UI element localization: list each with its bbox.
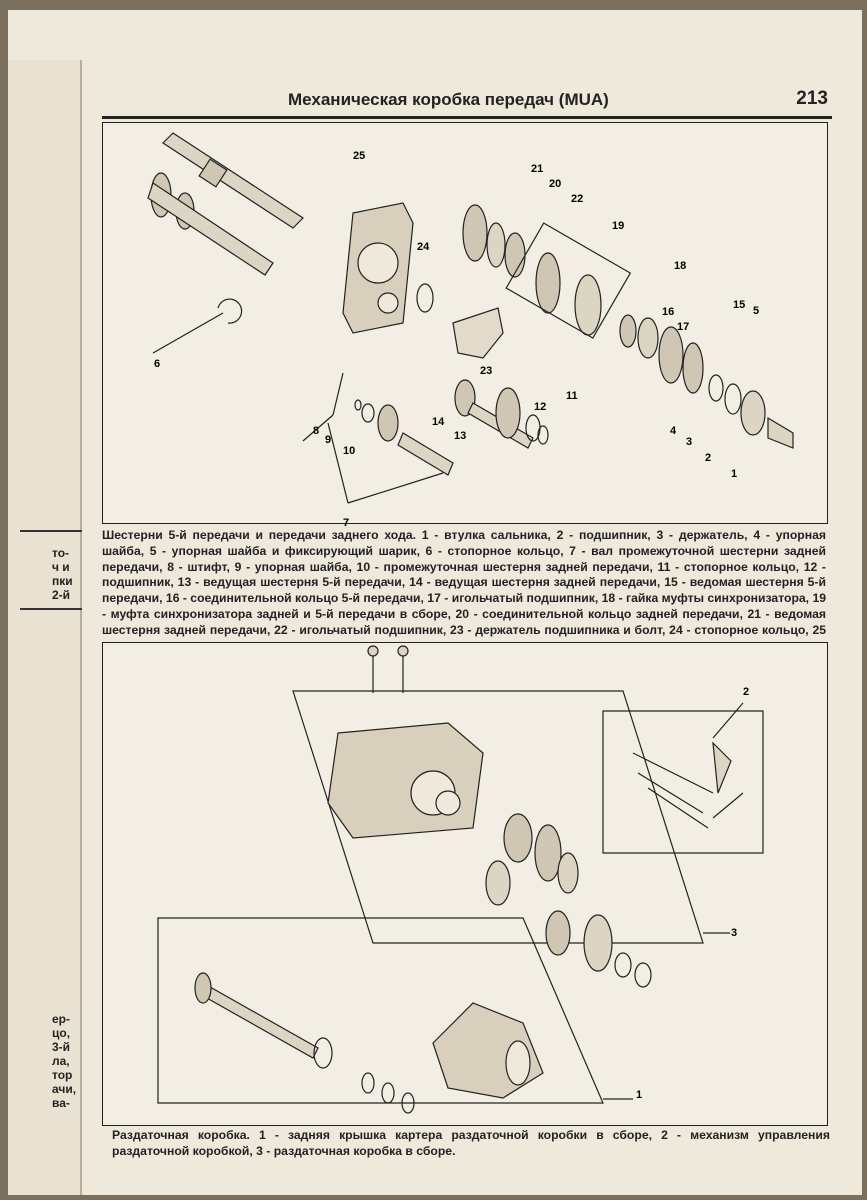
- label-1: 1: [636, 1089, 643, 1101]
- label-2: 2: [705, 452, 712, 464]
- label-2: 2: [743, 686, 750, 698]
- left-text-line: ла,: [52, 1054, 70, 1068]
- label-25: 25: [353, 150, 366, 162]
- left-page-edge: то- ч и пки 2-й ер- цо, 3-й ла, тор ачи,…: [8, 60, 82, 1195]
- page-title: Механическая коробка передач (MUA): [288, 90, 609, 109]
- label-8: 8: [313, 425, 320, 437]
- label-3: 3: [686, 436, 693, 448]
- left-text-line: цо,: [52, 1026, 71, 1040]
- figure-gearbox-exploded: [102, 122, 828, 524]
- left-text-line: ачи,: [52, 1082, 77, 1096]
- left-text-line: то-: [52, 546, 70, 560]
- label-11: 11: [566, 390, 578, 402]
- label-22: 22: [571, 193, 584, 205]
- left-text-line: тор: [52, 1068, 73, 1082]
- label-1: 1: [731, 468, 738, 480]
- label-15: 15: [733, 299, 746, 311]
- label-20: 20: [549, 178, 562, 190]
- figure-transfer-case-exploded: [102, 642, 828, 1126]
- label-7: 7: [343, 517, 350, 529]
- divider: [20, 608, 82, 610]
- left-text-block-2: ер- цо, 3-й ла, тор ачи, ва-: [52, 1012, 76, 1110]
- transfer-case-diagram: [157, 645, 764, 1114]
- label-17: 17: [677, 321, 690, 333]
- left-text-line: ер-: [52, 1012, 70, 1026]
- label-23: 23: [480, 365, 493, 377]
- left-text-line: пки: [52, 574, 73, 588]
- left-text-block-1: то- ч и пки 2-й: [52, 546, 73, 602]
- label-24: 24: [417, 241, 430, 253]
- label-16: 16: [662, 306, 675, 318]
- left-text-line: ва-: [52, 1096, 70, 1110]
- label-19: 19: [612, 220, 625, 232]
- label-4: 4: [670, 425, 677, 437]
- left-text-line: 2-й: [52, 588, 71, 602]
- label-6: 6: [154, 358, 161, 370]
- label-18: 18: [674, 260, 687, 272]
- divider: [20, 530, 82, 532]
- page-header: Механическая коробка передач (MUA) 213: [102, 80, 832, 119]
- label-3: 3: [731, 927, 738, 939]
- label-12: 12: [534, 401, 547, 413]
- left-text-line: ч и: [52, 560, 70, 574]
- label-14: 14: [432, 416, 445, 428]
- page-number: 213: [796, 88, 828, 109]
- left-text-line: 3-й: [52, 1040, 71, 1054]
- label-13: 13: [454, 430, 467, 442]
- figure2-caption: Раздаточная коробка. 1 - задняя крышка к…: [112, 1128, 830, 1158]
- figure1-caption: Шестерни 5-й передачи и передачи заднего…: [102, 528, 827, 653]
- label-21: 21: [531, 163, 544, 175]
- gear-exploded-diagram: [147, 132, 794, 504]
- label-9: 9: [325, 434, 332, 446]
- label-5: 5: [753, 305, 760, 317]
- label-10: 10: [343, 445, 356, 457]
